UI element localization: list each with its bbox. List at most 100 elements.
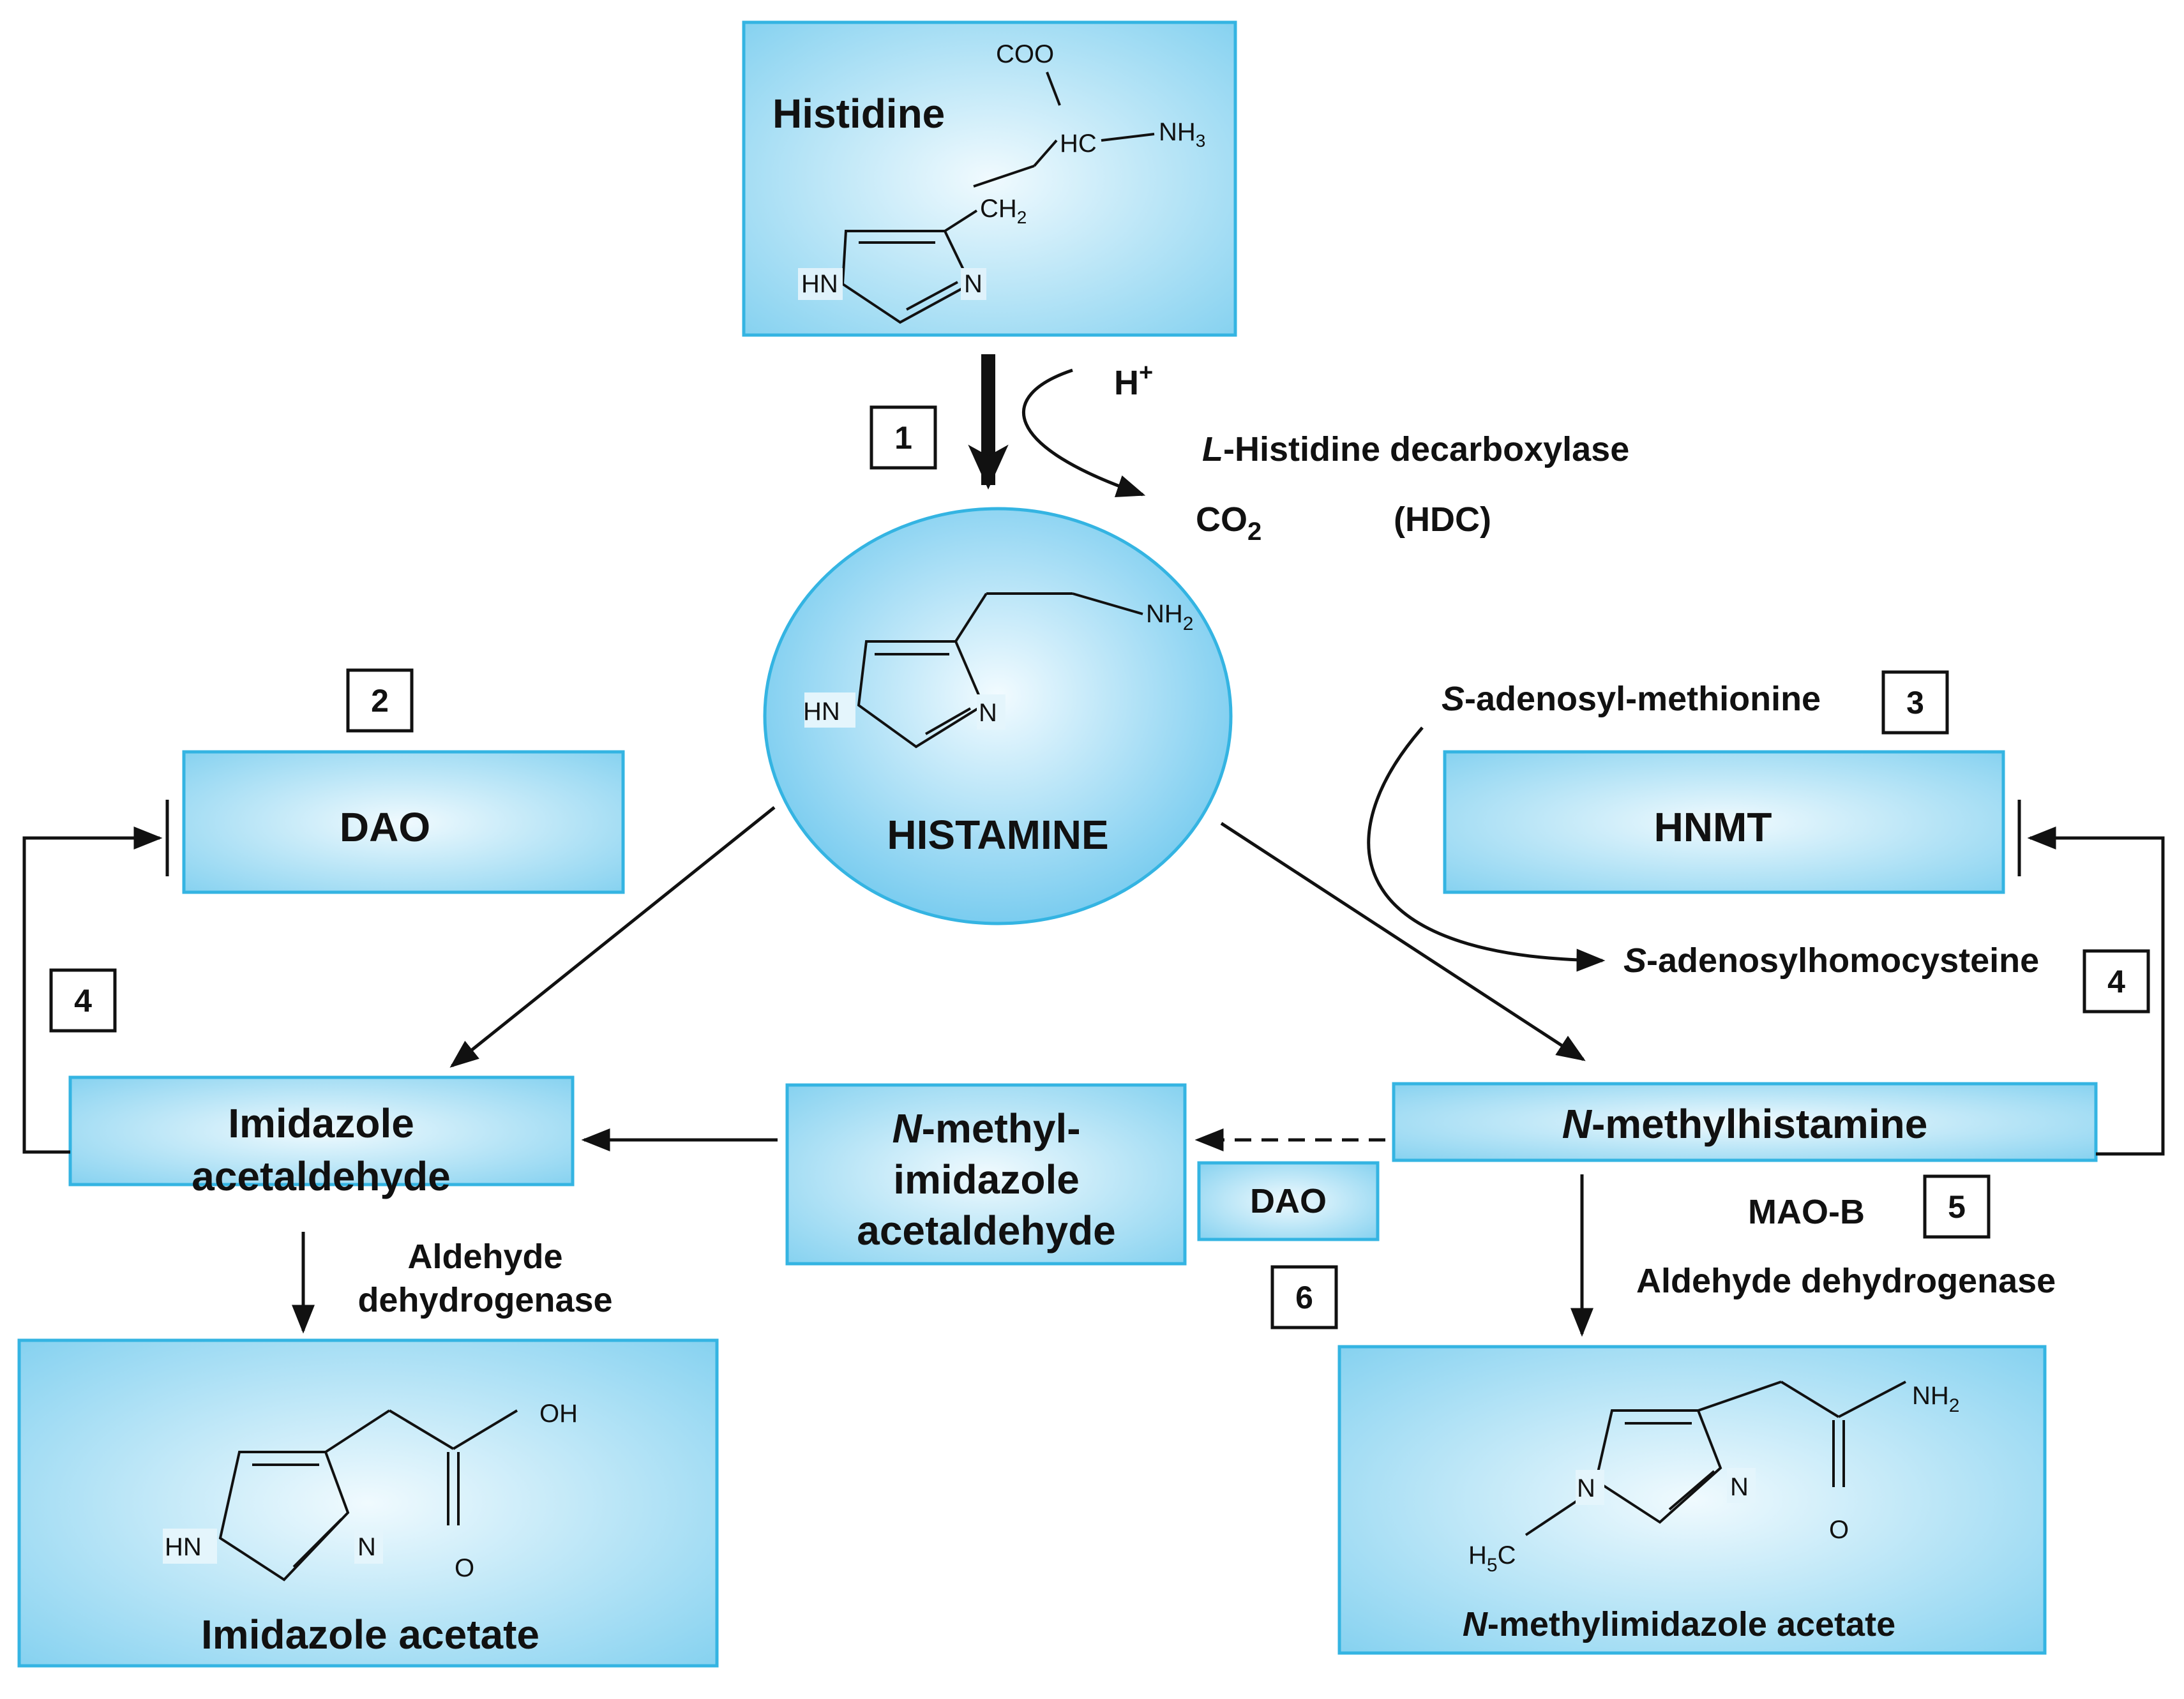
imidazole-acetate-label: Imidazole acetate <box>201 1612 539 1658</box>
imidazole-acetate-oh: OH <box>539 1400 578 1428</box>
co2-text: CO <box>1196 500 1247 539</box>
n-methylimidazole-acetate-nh2: NH2 <box>1912 1382 1959 1416</box>
italic-s-prefix: S <box>1623 941 1646 980</box>
sam-label: S-adenosyl-methionine <box>1442 680 1821 718</box>
feedback-left-line <box>22 827 163 1154</box>
mao-b-label: MAO-B <box>1748 1193 1865 1231</box>
histamine-label: HISTAMINE <box>887 812 1108 858</box>
h-plus-label: H+ <box>1114 359 1153 402</box>
n-methylimidazole-acetaldehyde-line3: acetaldehyde <box>857 1208 1116 1254</box>
feedback-right-line <box>2027 827 2165 1156</box>
step-3-number: 3 <box>1906 685 1924 721</box>
italic-l-prefix: L <box>1202 430 1223 468</box>
histamine-nh: NH <box>1146 600 1183 628</box>
dao-label: DAO <box>340 804 430 850</box>
histidine-hc: HC <box>1060 130 1097 158</box>
h-plus-sup: + <box>1139 359 1153 386</box>
imidazole-acetate-o: O <box>455 1554 474 1582</box>
imidazole-acetate-box <box>17 1338 719 1668</box>
step-2-number: 2 <box>371 683 389 719</box>
h5c-c: C <box>1498 1541 1516 1569</box>
step-6-number: 6 <box>1295 1280 1313 1315</box>
n-methylimidazole-acetaldehyde-line1-text: -methyl- <box>922 1105 1081 1151</box>
dao-box <box>182 750 625 894</box>
imidazole-acetate-n: N <box>358 1533 376 1561</box>
histidine-nh3: NH3 <box>1159 118 1205 151</box>
histidine-nh: NH <box>1159 118 1196 146</box>
n-methylimidazole-acetaldehyde-line1: N-methyl- <box>892 1105 1080 1151</box>
step-1-badge: 1 <box>870 405 937 470</box>
histamine-nh2: NH2 <box>1146 600 1193 634</box>
imidazole-acetate-structure: OH O HN N <box>163 1400 578 1582</box>
n-methylimidazole-acetaldehyde-line2: imidazole <box>893 1156 1080 1202</box>
co2-label: CO2 <box>1196 500 1261 546</box>
n-methylimidazole-acetate-ring-n2: N <box>1730 1473 1749 1501</box>
step-6-badge: 6 <box>1270 1265 1338 1329</box>
aldehyde-dh-right-label: Aldehyde dehydrogenase <box>1636 1262 2056 1300</box>
dao-small-label: DAO <box>1250 1182 1327 1220</box>
histidine-coo: COO <box>996 40 1054 68</box>
step-4-right-badge: 4 <box>2082 949 2150 1014</box>
hdc-enzyme-text: -Histidine decarboxylase <box>1223 430 1629 468</box>
n-methylimidazole-acetate-h5c: H5C <box>1468 1541 1516 1576</box>
aldehyde-dh-left-line1: Aldehyde <box>407 1238 562 1276</box>
sah-label: S-adenosylhomocysteine <box>1623 941 2039 980</box>
n-methylhistamine-label: N-methylhistamine <box>1562 1101 1928 1147</box>
histidine-n: N <box>964 270 983 298</box>
histidine-ch2: CH2 <box>980 195 1027 227</box>
n-methylimidazole-acetate-structure: NH2 O N N H5C <box>1468 1381 1959 1576</box>
histamine-to-n-methylhistamine-arrow <box>1220 821 1586 1061</box>
italic-n-prefix: N <box>1463 1605 1488 1643</box>
step-3-badge: 3 <box>1881 670 1949 735</box>
hnmt-label: HNMT <box>1654 804 1772 850</box>
histidine-structure: COO HC NH3 CH2 HN N <box>798 40 1205 324</box>
imidazole-acetaldehyde-line1: Imidazole <box>228 1100 414 1146</box>
step-2-badge: 2 <box>346 668 414 733</box>
imidazole-acetate-hn: HN <box>165 1533 202 1561</box>
sam-text: -adenosyl-methionine <box>1465 680 1821 718</box>
step-5-badge: 5 <box>1923 1174 1991 1239</box>
n-methylimidazole-acetate-o: O <box>1829 1516 1849 1544</box>
histidine-ch: CH <box>980 195 1017 223</box>
histidine-sub3: 3 <box>1196 131 1206 151</box>
imidazole-acetaldehyde-box <box>68 1075 575 1186</box>
co2-sub: 2 <box>1247 518 1261 546</box>
hdc-enzyme-label: L-Histidine decarboxylase <box>1202 430 1629 468</box>
italic-n-prefix: N <box>1562 1101 1593 1147</box>
histamine-to-imidazole-arrow <box>449 806 776 1068</box>
step-1-number: 1 <box>894 420 912 456</box>
n-methylhistamine-box <box>1392 1082 2098 1162</box>
aldehyde-dh-left-line2: dehydrogenase <box>358 1281 612 1319</box>
h5c-h: H <box>1468 1541 1487 1569</box>
histamine-n: N <box>979 699 997 727</box>
histidine-hn: HN <box>801 270 838 298</box>
sam-to-sah-curve <box>1367 726 1606 972</box>
hnmt-box <box>1443 750 2005 894</box>
h5c-5: 5 <box>1487 1555 1498 1576</box>
h-plus-co2-curve <box>1022 368 1146 497</box>
hdc-abbr-label: (HDC) <box>1394 500 1491 539</box>
histamine-structure: HN N NH2 <box>803 592 1193 749</box>
step-4-left-badge: 4 <box>49 968 117 1033</box>
n-methylimidazole-acetate-ring-n1: N <box>1577 1474 1595 1502</box>
histamine-sub2: 2 <box>1183 613 1194 634</box>
histidine-sub2: 2 <box>1017 207 1027 227</box>
n-methylimidazole-acetate-box <box>1337 1345 2047 1655</box>
imidazole-acetaldehyde-line2: acetaldehyde <box>192 1153 451 1199</box>
histidine-label: Histidine <box>772 91 945 137</box>
n-methylimidazole-acetate-label: N-methylimidazole acetate <box>1463 1605 1895 1643</box>
italic-n-prefix: N <box>892 1105 923 1151</box>
histamine-hn: HN <box>803 698 840 726</box>
n-methylimidazole-acetaldehyde-box <box>785 1083 1187 1266</box>
n-methylimidazole-acetate-nh: NH <box>1912 1382 1949 1410</box>
step-4-right-number: 4 <box>2107 964 2125 999</box>
n-methylimidazole-acetate-text: -methylimidazole acetate <box>1487 1605 1895 1643</box>
sah-text: -adenosylhomocysteine <box>1646 941 2039 980</box>
h-plus-h: H <box>1114 364 1139 402</box>
step-4-left-number: 4 <box>74 983 92 1019</box>
n-methylhistamine-text: -methylhistamine <box>1592 1101 1927 1147</box>
step-5-number: 5 <box>1948 1189 1966 1225</box>
dao-small-box <box>1197 1161 1380 1241</box>
italic-s-prefix: S <box>1442 680 1465 718</box>
